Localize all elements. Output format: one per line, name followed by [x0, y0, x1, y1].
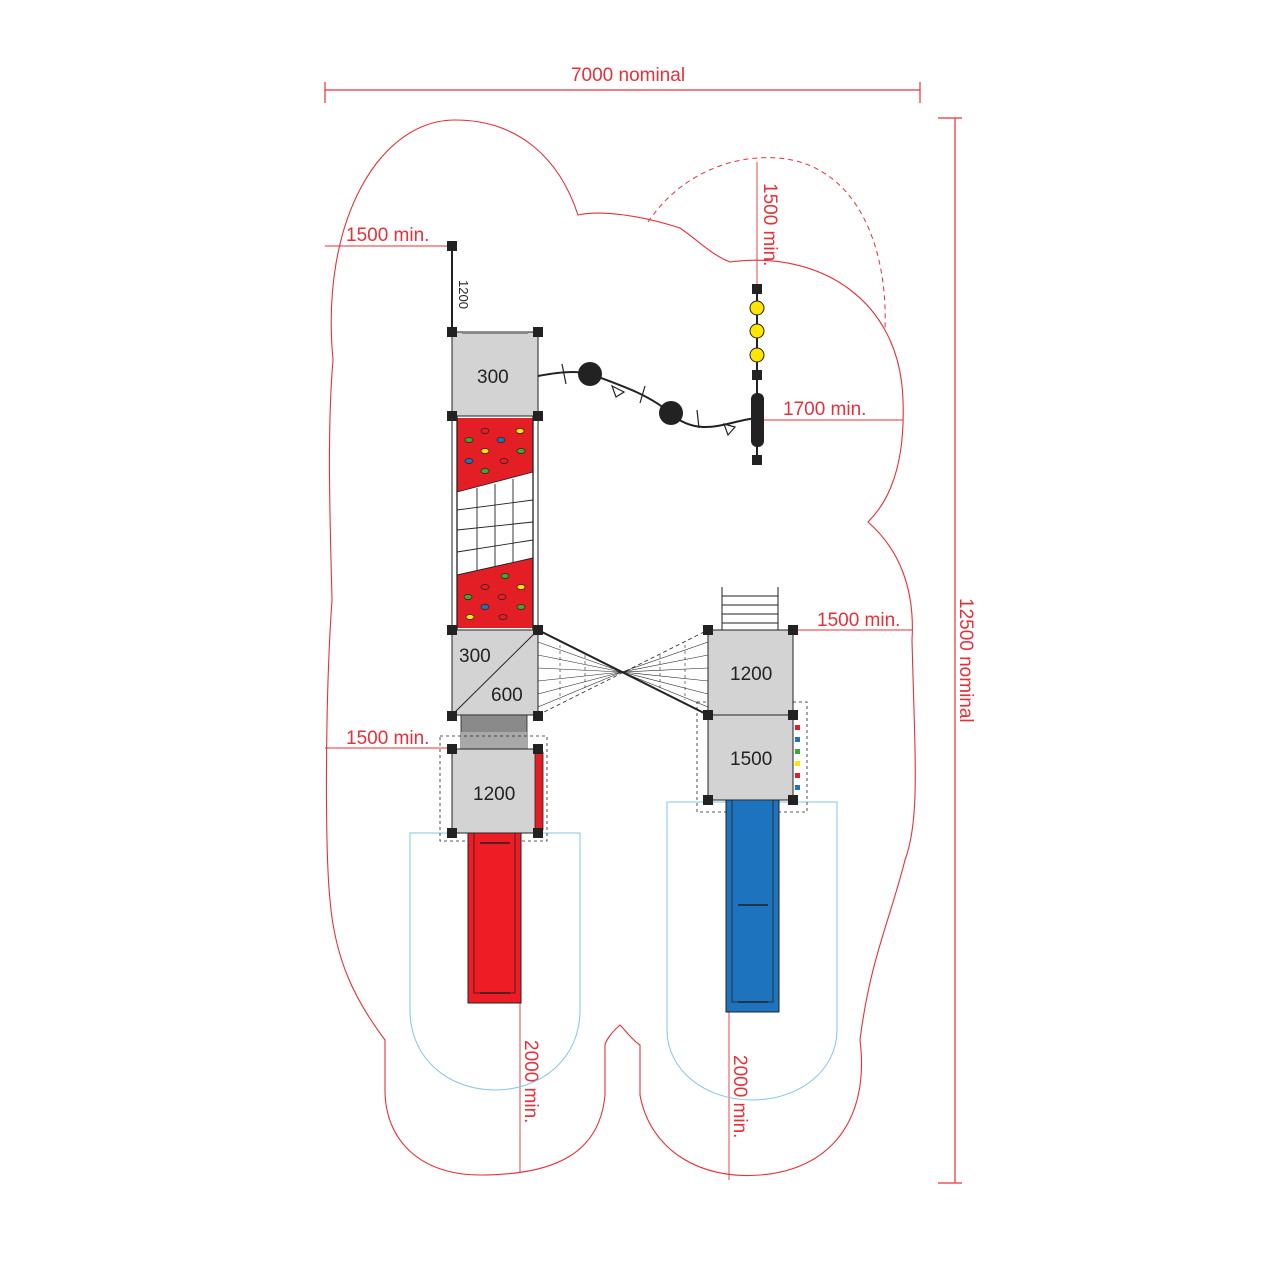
height-dimension	[938, 117, 962, 1184]
yellow-ball-3	[749, 347, 765, 363]
height-label: 12500 nominal	[955, 598, 976, 723]
rope-ball-2	[659, 401, 683, 425]
left-top-min-label: 1500 min.	[346, 225, 429, 246]
rope-traverse	[537, 362, 758, 437]
top-platform-label: 300	[477, 367, 509, 388]
climbing-section	[451, 415, 539, 631]
swing-zone-dashed	[647, 157, 886, 331]
right-ladder	[721, 587, 779, 630]
left-lower-platform-label: 1200	[473, 784, 515, 805]
right-upper-platform-label: 1200	[730, 664, 772, 685]
middle-platform-a-label: 300	[459, 646, 491, 667]
left-tower-posts	[447, 327, 543, 838]
right-panel-marks	[795, 725, 800, 790]
blue-slide-min-label: 2000 min.	[729, 1055, 750, 1138]
climbing-wall-lower	[457, 558, 533, 628]
cross-nets	[537, 629, 709, 716]
safety-zone-outline	[325, 119, 916, 1177]
climbing-holds-upper	[464, 428, 526, 474]
middle-platform-b-label: 600	[491, 685, 523, 706]
climbing-wall-upper	[457, 418, 533, 492]
yellow-ball-1	[749, 300, 765, 316]
yellow-ball-pole	[749, 284, 765, 465]
climbing-holds-lower	[463, 573, 526, 620]
yellow-ball-2	[749, 323, 765, 339]
climbing-net	[456, 471, 534, 576]
post-1200-label: 1200	[456, 280, 471, 309]
right-platform-min-label: 1500 min.	[817, 610, 900, 631]
right-lower-platform-label: 1500	[730, 749, 772, 770]
right-upper-platform: 1200	[707, 629, 794, 716]
top-platform: 300	[451, 331, 539, 417]
right-tower-posts	[703, 625, 798, 805]
rope-ball-1	[578, 362, 602, 386]
post-1200: 1200	[447, 241, 471, 332]
red-slide	[467, 832, 522, 1004]
left-mid-min-label: 1500 min.	[346, 728, 429, 749]
width-dimension	[324, 82, 921, 103]
red-slide-min-label: 2000 min.	[520, 1040, 541, 1123]
width-label: 7000 nominal	[571, 65, 685, 86]
middle-platforms: 300 600	[451, 629, 539, 716]
blue-slide	[725, 799, 780, 1013]
left-lower-platform: 1200	[451, 748, 544, 834]
right-top-min-label: 1500 min.	[759, 183, 780, 266]
blue-slide-runout-zone	[666, 801, 838, 1101]
right-lower-platform: 1500	[707, 714, 800, 801]
right-mid-min-label: 1700 min.	[783, 399, 866, 420]
red-slide-runout-zone	[409, 832, 581, 1091]
